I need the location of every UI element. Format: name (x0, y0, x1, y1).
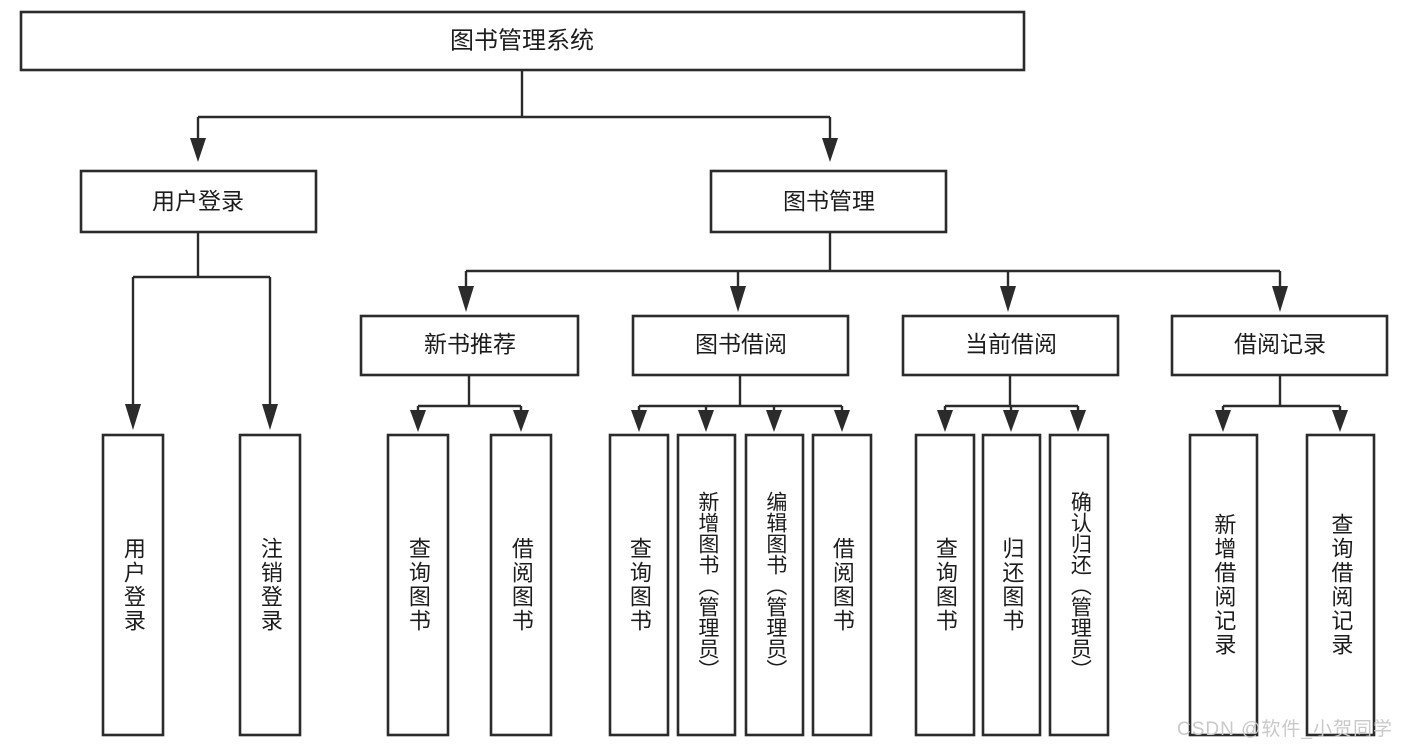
node-new-book-recommend-label: 新书推荐 (424, 331, 516, 357)
node-book-management[interactable]: 图书管理 (709, 169, 948, 234)
node-borrow-record-box[interactable] (1170, 314, 1389, 377)
arrow-head-root-2 (822, 138, 838, 162)
arrow-head-root-1 (190, 138, 206, 162)
node-user-login-label: 用户登录 (152, 188, 244, 214)
node-current-borrow-box[interactable] (901, 314, 1120, 377)
arrow-head-bb-2 (698, 410, 714, 432)
arrow-head-bm-3 (1000, 286, 1016, 312)
node-borrow-record-label: 借阅记录 (1234, 331, 1326, 357)
arrow-head-cb-3 (1070, 410, 1086, 432)
arrow-head-ul-1 (125, 404, 141, 430)
leaf-box-borrow-record-2[interactable] (1305, 433, 1376, 737)
arrow-head-bb-3 (766, 410, 782, 432)
node-current-borrow-label: 当前借阅 (965, 331, 1057, 357)
node-book-borrow-label: 图书借阅 (695, 331, 787, 357)
leaf-box-new-book-1[interactable] (386, 433, 450, 737)
leaf-box-user-login-2[interactable] (238, 433, 302, 737)
leaf-box-borrow-record-1[interactable] (1188, 433, 1259, 737)
node-current-borrow[interactable]: 当前借阅 (901, 314, 1120, 377)
leaf-box-book-borrow-3[interactable] (744, 433, 805, 737)
arrow-head-bm-2 (730, 286, 746, 312)
leaf-box-book-borrow-2[interactable] (676, 433, 737, 737)
leaf-box-new-book-2[interactable] (489, 433, 553, 737)
arrow-head-ul-2 (262, 404, 278, 430)
leaf-box-current-borrow-1[interactable] (914, 433, 976, 737)
arrow-head-bb-4 (834, 410, 850, 432)
node-new-book-recommend[interactable]: 新书推荐 (359, 314, 580, 377)
node-new-book-recommend-box[interactable] (359, 314, 580, 377)
node-user-login-box[interactable] (79, 169, 318, 234)
csdn-watermark: CSDN @软件_小贺同学 (1177, 719, 1393, 740)
arrow-head-bb-1 (631, 410, 647, 432)
node-root-box[interactable] (19, 10, 1026, 72)
node-borrow-record[interactable]: 借阅记录 (1170, 314, 1389, 377)
connector-group-book-mgmt (458, 232, 1288, 312)
connector-group-current-borrow (937, 375, 1086, 432)
node-book-management-label: 图书管理 (783, 188, 875, 214)
node-book-borrow[interactable]: 图书借阅 (631, 314, 850, 377)
node-root-label: 图书管理系统 (450, 27, 594, 54)
arrow-head-br-1 (1215, 410, 1231, 432)
arrow-head-cb-2 (1003, 410, 1019, 432)
node-book-management-box[interactable] (709, 169, 948, 234)
leaf-box-current-borrow-3[interactable] (1048, 433, 1110, 737)
leaf-box-book-borrow-4[interactable] (811, 433, 873, 737)
leaf-box-current-borrow-2[interactable] (981, 433, 1042, 737)
connector-group-book-borrow (631, 375, 850, 432)
arrow-head-bm-4 (1272, 286, 1288, 312)
node-book-borrow-box[interactable] (631, 314, 850, 377)
arrow-head-nb-1 (410, 410, 426, 432)
node-root[interactable]: 图书管理系统 (19, 10, 1026, 72)
leaf-box-user-login-1[interactable] (101, 433, 165, 737)
node-user-login[interactable]: 用户登录 (79, 169, 318, 234)
arrow-head-bm-1 (458, 286, 474, 312)
connector-group-user-login (125, 232, 278, 430)
arrow-head-br-2 (1332, 410, 1348, 432)
connector-group-new-book (410, 375, 529, 432)
connector-group-borrow-record (1215, 375, 1348, 432)
arrow-head-nb-2 (513, 410, 529, 432)
leaf-box-book-borrow-1[interactable] (608, 433, 670, 737)
arrow-head-cb-1 (937, 410, 953, 432)
connector-group-root (190, 70, 838, 162)
